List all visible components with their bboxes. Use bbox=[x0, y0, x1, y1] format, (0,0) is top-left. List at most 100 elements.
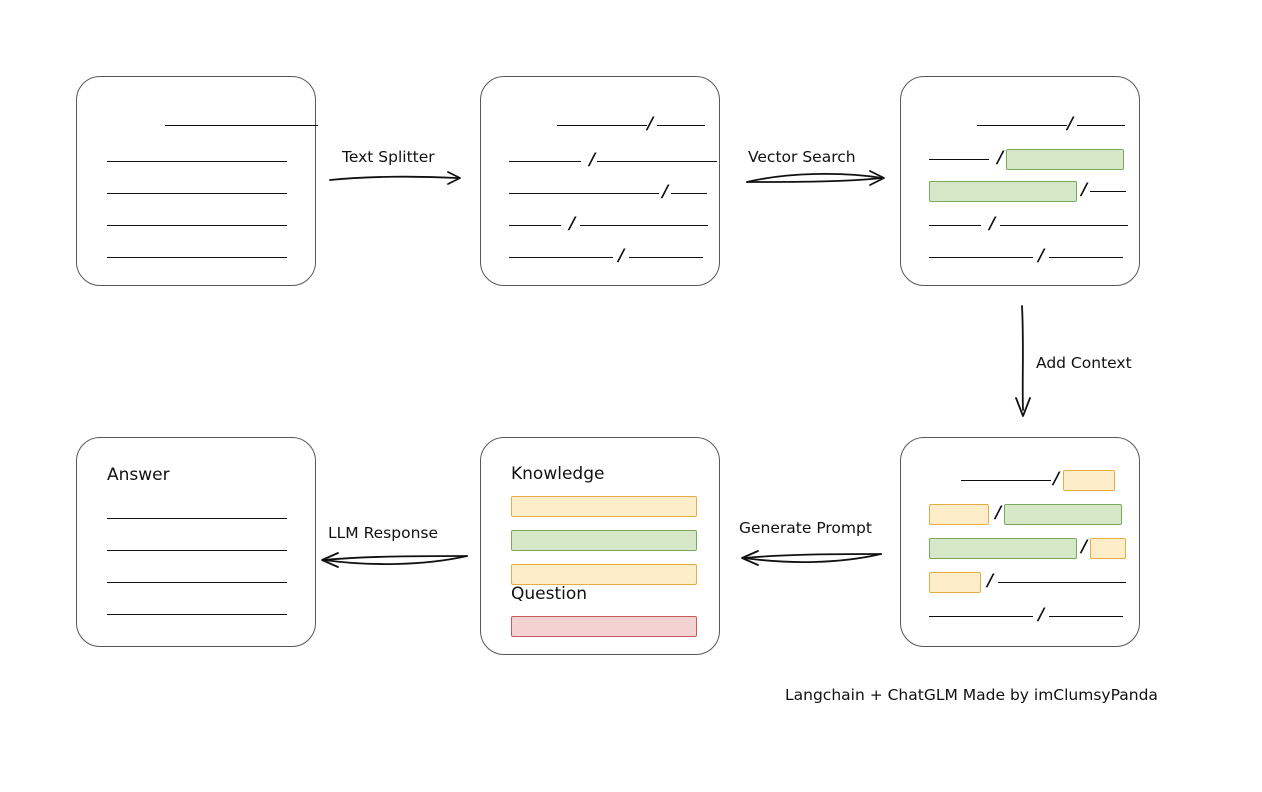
arrow-shaft bbox=[746, 173, 883, 183]
text-line bbox=[107, 224, 287, 226]
arrow-head bbox=[741, 550, 759, 566]
chunk-separator: / bbox=[995, 502, 1002, 523]
edge-arrow-vector-search bbox=[746, 170, 885, 186]
arrow-shaft-lower bbox=[743, 553, 882, 559]
chunk-separator: / bbox=[989, 213, 996, 234]
document-line-row bbox=[107, 510, 287, 526]
node-vector-matches[interactable]: / / / / / bbox=[900, 76, 1140, 286]
knowledge-bar bbox=[511, 530, 697, 551]
text-line bbox=[107, 256, 287, 258]
chunk-separator: / bbox=[1038, 245, 1045, 266]
text-line bbox=[107, 517, 287, 519]
text-line bbox=[580, 224, 709, 226]
edge-label-vector-search: Vector Search bbox=[748, 148, 856, 166]
node-source-document[interactable] bbox=[76, 76, 318, 286]
chunk-separator: / bbox=[1038, 604, 1045, 625]
arrow-head bbox=[869, 170, 885, 186]
document-line-row: / bbox=[929, 179, 1127, 202]
text-line bbox=[977, 124, 1067, 126]
text-line bbox=[107, 613, 287, 615]
node-prompt[interactable]: Knowledge Question bbox=[480, 437, 720, 655]
document-line-row: / bbox=[929, 604, 1124, 625]
chunk-separator: / bbox=[1081, 179, 1088, 200]
chunk-separator: / bbox=[589, 149, 596, 170]
text-line bbox=[557, 124, 647, 126]
document-line-row: / bbox=[929, 213, 1129, 234]
document-line-row: / bbox=[509, 149, 718, 170]
text-line bbox=[107, 549, 287, 551]
text-line bbox=[929, 256, 1033, 258]
matched-chunk-highlight bbox=[1004, 503, 1123, 525]
text-line bbox=[1049, 256, 1124, 258]
text-line bbox=[961, 479, 1051, 481]
edge-arrow-text-splitter bbox=[329, 171, 461, 185]
text-line bbox=[657, 124, 706, 126]
text-line bbox=[1049, 615, 1124, 617]
chunk-separator: / bbox=[618, 245, 625, 266]
chunk-separator: / bbox=[1067, 113, 1074, 134]
arrow-shaft-lower bbox=[323, 555, 468, 561]
text-line bbox=[509, 256, 613, 258]
node-split-chunks[interactable]: / / / / / bbox=[480, 76, 720, 286]
arrow-head bbox=[1015, 397, 1031, 417]
matched-chunk-highlight bbox=[1006, 148, 1125, 170]
answer-heading: Answer bbox=[107, 465, 170, 485]
document-line-row bbox=[107, 574, 287, 590]
context-chunk-highlight bbox=[1063, 469, 1116, 491]
arrow-head bbox=[321, 552, 339, 568]
arrow-shaft bbox=[743, 553, 882, 563]
document-line-row bbox=[107, 606, 287, 622]
text-line bbox=[671, 192, 708, 194]
knowledge-bar bbox=[511, 496, 697, 517]
section-heading-question: Question bbox=[511, 584, 588, 604]
document-line-row: / bbox=[929, 570, 1127, 593]
node-answer[interactable]: Answer bbox=[76, 437, 316, 647]
matched-chunk-highlight bbox=[929, 180, 1077, 202]
text-line bbox=[509, 224, 561, 226]
section-heading-knowledge: Knowledge bbox=[511, 464, 605, 484]
text-line bbox=[107, 160, 287, 162]
chunk-separator: / bbox=[662, 181, 669, 202]
context-chunk-highlight bbox=[929, 503, 989, 525]
chunk-separator: / bbox=[987, 570, 994, 591]
edge-label-add-context: Add Context bbox=[1036, 354, 1132, 372]
document-line-row: / bbox=[929, 468, 1116, 491]
text-line bbox=[998, 581, 1127, 583]
document-line-row: / bbox=[509, 213, 709, 234]
text-line bbox=[1077, 124, 1126, 126]
text-line bbox=[929, 158, 989, 160]
text-line bbox=[107, 192, 287, 194]
arrow-shaft bbox=[323, 555, 468, 565]
text-line bbox=[1000, 224, 1129, 226]
document-line-row: / bbox=[509, 245, 704, 266]
node-context-chunks[interactable]: / / / / / bbox=[900, 437, 1140, 647]
text-line bbox=[1090, 190, 1127, 192]
chunk-separator: / bbox=[997, 147, 1004, 168]
text-line bbox=[629, 256, 704, 258]
context-chunk-highlight bbox=[929, 571, 981, 593]
chunk-separator: / bbox=[569, 213, 576, 234]
edge-label-text-splitter: Text Splitter bbox=[342, 148, 435, 166]
chunk-separator: / bbox=[1053, 468, 1060, 489]
arrow-shaft-lower bbox=[746, 177, 883, 183]
diagram-caption: Langchain + ChatGLM Made by imClumsyPand… bbox=[785, 686, 1158, 704]
document-line-row bbox=[107, 217, 287, 233]
edge-arrow-llm-response bbox=[321, 552, 468, 568]
edge-arrow-add-context bbox=[1015, 305, 1031, 417]
edge-label-llm-response: LLM Response bbox=[328, 524, 439, 542]
text-line bbox=[165, 124, 318, 126]
question-bar bbox=[511, 616, 697, 637]
text-line bbox=[107, 581, 287, 583]
document-line-row: / bbox=[929, 147, 1125, 170]
text-line bbox=[929, 224, 981, 226]
edge-arrow-generate-prompt bbox=[741, 550, 882, 566]
knowledge-bar bbox=[511, 564, 697, 585]
document-line-row bbox=[107, 542, 287, 558]
document-line-row bbox=[107, 117, 318, 133]
chunk-separator: / bbox=[1081, 536, 1088, 557]
document-line-row bbox=[107, 249, 287, 265]
text-line bbox=[509, 160, 581, 162]
document-line-row: / bbox=[929, 245, 1124, 266]
document-line-row: / bbox=[509, 181, 708, 202]
document-line-row: / bbox=[929, 113, 1126, 134]
